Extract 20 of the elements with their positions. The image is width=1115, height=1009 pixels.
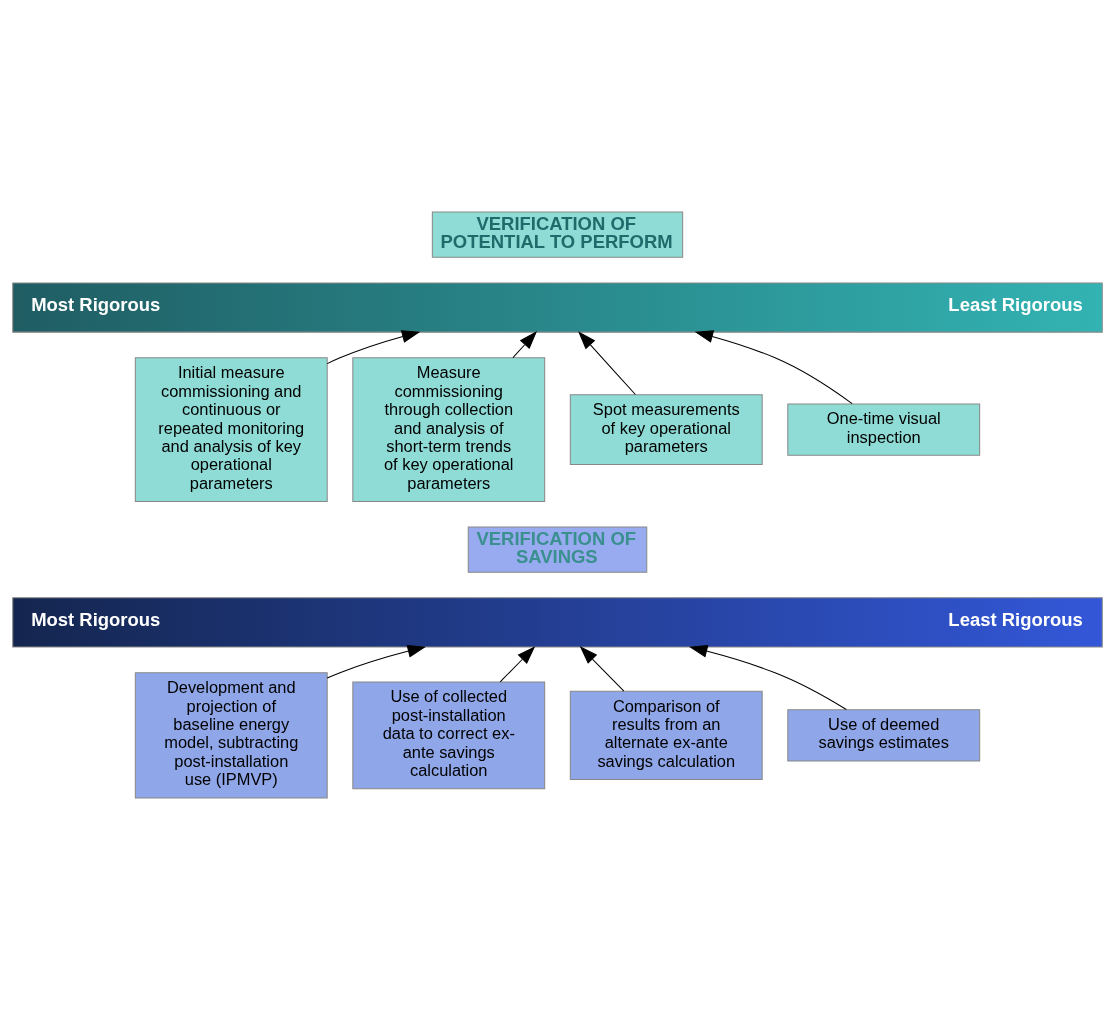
node-box: Initial measure commissioning and continuous or repeated monitoring and analysis of key operational parameters (134, 356, 328, 502)
arrow (326, 329, 421, 364)
node-box: One-time visual inspection (787, 402, 981, 456)
arrow (688, 644, 847, 710)
node-box: Comparison of results from an alternate ex-ante savings calculation (569, 690, 763, 780)
node-box: Measure commissioning through collection and analysis of short-term trends of key operational parameters (352, 356, 546, 502)
arrow (579, 645, 625, 692)
arrow (326, 644, 427, 679)
arrow (694, 329, 853, 404)
node-box: Development and projection of baseline energy model, subtracting post-installation use (IPMVP) (134, 671, 328, 798)
node-box: Most Rigorous Least Rigorous (12, 596, 1103, 648)
node-box: Use of collected post-installation data to correct ex-ante savings calculation (352, 680, 546, 789)
node-box: VERIFICATION OF POTENTIAL TO PERFORM (431, 211, 684, 258)
node-box: VERIFICATION OF SAVINGS (467, 526, 648, 573)
node-box: Use of deemed savings estimates (787, 708, 981, 761)
arrow (499, 645, 536, 682)
arrow (512, 330, 538, 358)
arrow (578, 330, 636, 395)
node-box: Spot measurements of key operational parameters (569, 393, 763, 465)
node-box: Most Rigorous Least Rigorous (12, 281, 1103, 333)
